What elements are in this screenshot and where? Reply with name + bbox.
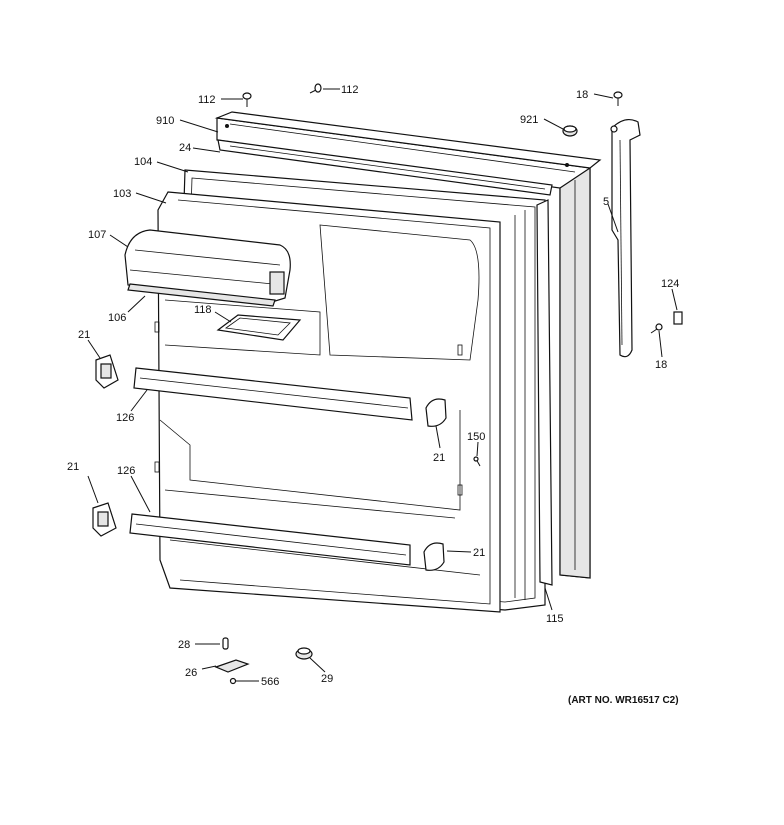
clip-124 <box>673 311 683 325</box>
callout-21-right-upper: 21 <box>433 452 445 464</box>
callout-115: 115 <box>546 613 564 625</box>
callout-910: 910 <box>156 115 174 127</box>
callout-112-left: 112 <box>198 94 216 106</box>
butter-tray <box>216 314 302 341</box>
callout-18-side: 18 <box>655 359 667 371</box>
dairy-compartment-door <box>124 229 291 303</box>
bumper-29 <box>295 647 313 660</box>
callout-118: 118 <box>194 304 212 316</box>
callout-21-left-lower: 21 <box>67 461 79 473</box>
callout-18-top: 18 <box>576 89 588 101</box>
callout-26: 26 <box>185 667 197 679</box>
stop-150 <box>473 456 481 467</box>
screw-112-left <box>242 92 252 107</box>
callout-921: 921 <box>520 114 538 126</box>
hinge-pin-28 <box>222 637 229 650</box>
callout-107: 107 <box>88 229 106 241</box>
leader-lines <box>87 88 678 682</box>
gasket-side-strip <box>536 199 553 586</box>
callout-126-upper: 126 <box>116 412 134 424</box>
callout-24: 24 <box>179 142 191 154</box>
callout-103: 103 <box>113 188 131 200</box>
outer-door-panel <box>214 111 602 579</box>
gasket-top-strip <box>217 139 553 196</box>
callout-124: 124 <box>661 278 679 290</box>
shelf-end-cap-right-lower <box>423 542 445 571</box>
callout-21-left-upper: 21 <box>78 329 90 341</box>
callout-5: 5 <box>603 196 609 208</box>
callout-112-right: 112 <box>341 84 359 96</box>
door-shelf-bar-upper <box>133 367 413 421</box>
callout-104: 104 <box>134 156 152 168</box>
door-shelf-bar-lower <box>129 513 411 566</box>
dairy-hinge-strip <box>127 283 276 307</box>
shelf-end-cap-left-upper <box>95 354 119 389</box>
plug-button <box>562 125 578 137</box>
art-number: (ART NO. WR16517 C2) <box>568 695 679 706</box>
door-handle <box>610 118 641 358</box>
shelf-end-cap-left-lower <box>92 502 117 537</box>
callout-106: 106 <box>108 312 126 324</box>
screw-18-top <box>613 91 623 106</box>
callout-29: 29 <box>321 673 333 685</box>
callout-126-lower: 126 <box>117 465 135 477</box>
screw-18-side <box>650 323 663 334</box>
callout-28: 28 <box>178 639 190 651</box>
callout-21-right-lower: 21 <box>473 547 485 559</box>
screw-112-right <box>309 83 322 94</box>
screw-566 <box>229 677 237 685</box>
callout-150: 150 <box>467 431 485 443</box>
shelf-end-cap-right-upper <box>425 398 447 427</box>
callout-566: 566 <box>261 676 279 688</box>
hinge-plate-26 <box>214 659 250 673</box>
